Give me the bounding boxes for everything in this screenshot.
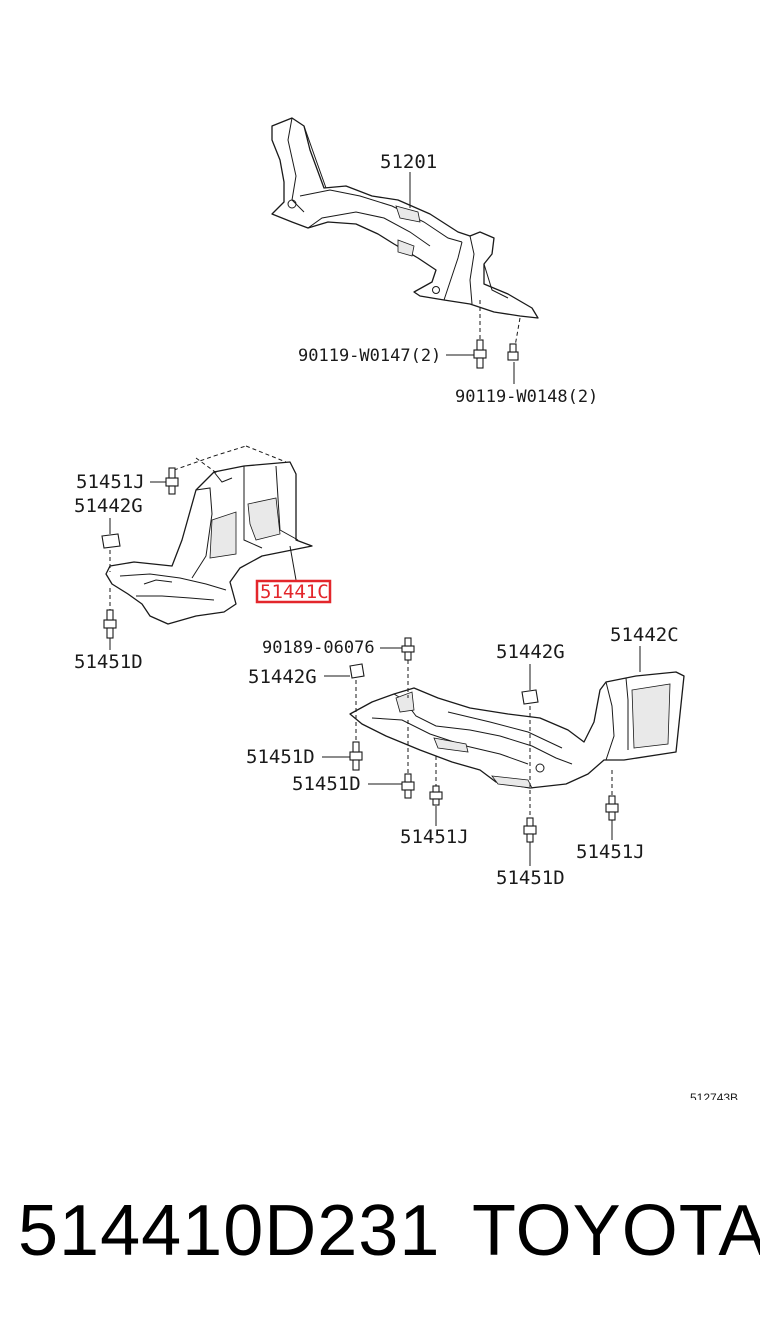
crossmember-bolts — [446, 300, 521, 384]
crossmember-drawing — [271, 117, 539, 319]
label-left-bolt-bottom: 51451D — [74, 651, 143, 673]
label-bolt-b: 90119-W0148(2) — [455, 387, 598, 407]
reference-code: 512743B — [690, 1091, 738, 1100]
main-cover-fasteners — [322, 637, 641, 866]
label-left-cover: 51441C — [260, 581, 329, 603]
label-left-clip: 51442G — [74, 495, 143, 517]
label-main-bolt-center: 51451D — [496, 867, 565, 889]
label-main-clip-left: 51442G — [248, 666, 317, 688]
label-right-bolt: 51451J — [576, 841, 645, 863]
brand-name: TOYOTA — [472, 1191, 760, 1271]
part-footer: 514410D231 TOYOTA — [0, 1180, 760, 1290]
left-cover-drawing — [105, 445, 313, 625]
left-cover-fasteners — [101, 467, 297, 650]
part-number: 514410D231 — [18, 1191, 441, 1271]
label-crossmember: 51201 — [380, 151, 437, 173]
label-clip-bolt: 90189-06076 — [262, 638, 375, 658]
label-left-bolt-top: 51451J — [76, 471, 145, 493]
label-main-clip-center: 51442G — [496, 641, 565, 663]
label-main-bolt-j1: 51451J — [400, 826, 469, 848]
label-bolt-a: 90119-W0147(2) — [298, 346, 441, 366]
main-cover-drawing — [349, 671, 685, 789]
highlighted-part-label: 51441C — [255, 579, 332, 604]
label-main-bolt-2: 51451D — [292, 773, 361, 795]
label-main-bolt-1: 51451D — [246, 746, 315, 768]
parts-diagram: 51201 90119-W0147(2) 90119-W0148(2) 5145… — [74, 117, 738, 1100]
label-right-cover: 51442C — [610, 624, 679, 646]
